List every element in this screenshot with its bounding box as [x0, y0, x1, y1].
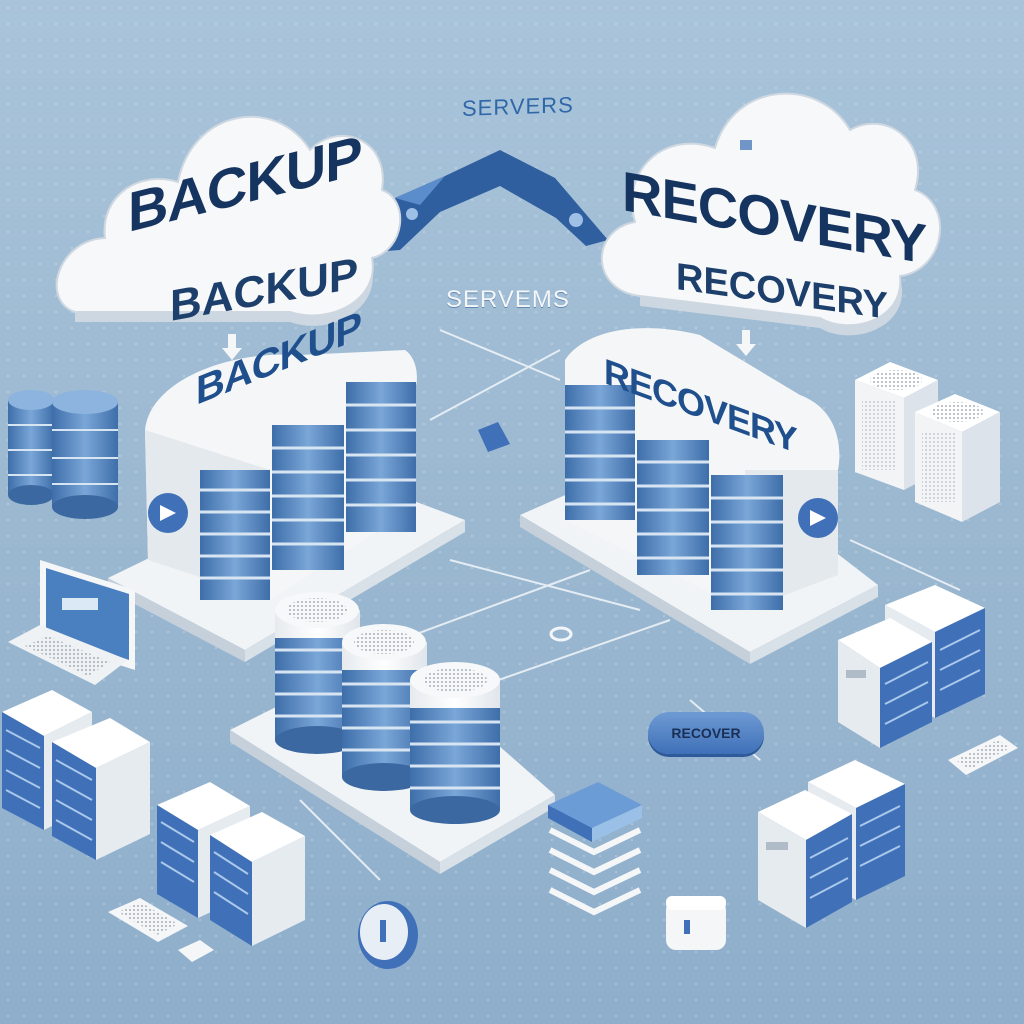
servers-label: SERVERS: [462, 92, 574, 121]
backup-disk-array: [200, 382, 416, 600]
recovery-cloud: [600, 92, 941, 336]
storage-cylinders: [275, 592, 500, 824]
server-boxes: [2, 362, 1000, 946]
backup-cloud: [55, 115, 402, 326]
connection-lines: [299, 329, 961, 881]
small-chip-icon: [478, 422, 573, 642]
sync-arrow-icon: [372, 150, 608, 252]
laptop-icon: [8, 560, 135, 685]
down-arrow-icon: [222, 330, 756, 360]
keyboard-icon: [108, 735, 1018, 962]
disc-icon: [358, 901, 418, 969]
recovery-disk-array: [565, 385, 783, 610]
drive-stack: [548, 782, 642, 916]
recover-button[interactable]: RECOVER: [648, 712, 764, 754]
servems-label: SERVEMS: [446, 286, 570, 313]
lock-box-icon: [666, 896, 726, 950]
left-disk-stacks: [8, 390, 118, 519]
